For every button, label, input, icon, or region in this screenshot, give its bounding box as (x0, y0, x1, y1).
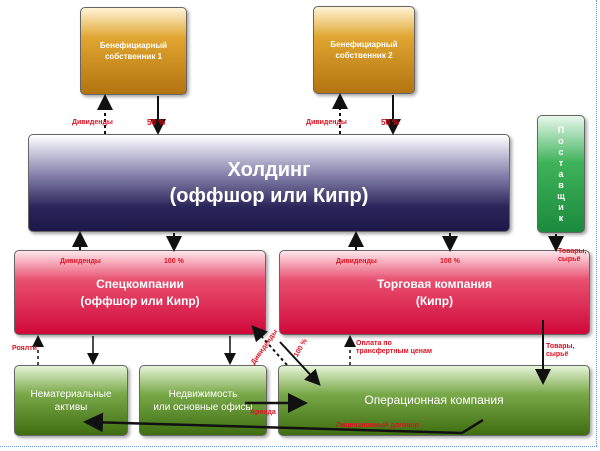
goods-label-2: Товары, сырьё (546, 343, 575, 358)
holding-box: Холдинг (оффшор или Кипр) (28, 134, 510, 232)
realty-title: Недвижимость (168, 388, 238, 400)
owner2-label: Бенефициарный собственник 2 (330, 40, 398, 60)
trading-company-box: Торговая компания (Кипр) (279, 250, 590, 335)
ownership-arrow-operating (279, 341, 321, 386)
trading-title: Торговая компания (376, 276, 493, 291)
share-label-3: 100 % (164, 258, 184, 265)
realty-subtitle: или основные офисы (153, 401, 253, 413)
share-label-4: 100 % (440, 258, 460, 265)
frame-border-bottom (0, 446, 597, 447)
license-label: Лицензионный договор (336, 422, 419, 429)
royalty-label: Роялти (12, 345, 37, 352)
trading-subtitle: (Кипр) (415, 293, 454, 308)
dividends-label-3: Дивиденды (60, 258, 101, 265)
holding-subtitle: (оффшор или Кипр) (169, 185, 369, 207)
intangible-subtitle: активы (54, 401, 88, 413)
supplier-label: Поставщик (556, 124, 566, 224)
dividends-label-4: Дивиденды (336, 258, 377, 265)
intangible-title: Нематериальные (30, 388, 112, 400)
intangible-assets-box: Нематериальные активы (14, 365, 128, 436)
frame-border-right (596, 0, 597, 446)
holding-title: Холдинг (227, 159, 311, 181)
beneficial-owner-2: Бенефициарный собственник 2 (313, 6, 415, 94)
beneficial-owner-1: Бенефициарный собственник 1 (80, 7, 187, 95)
supplier-box: Поставщик (537, 115, 585, 233)
transfer-payment-label: Оплата по трансфертным ценам (356, 340, 433, 355)
dividends-label-2: Дивиденды (306, 119, 347, 126)
license-arrow (83, 412, 484, 435)
spec-title: Спецкомпании (96, 276, 184, 291)
special-companies-box: Спецкомпании (оффшор или Кипр) (14, 250, 266, 335)
dividend-arrow-operating (251, 325, 288, 366)
rent-label: Аренда (250, 409, 276, 416)
goods-label-1: Товары, сырьё (558, 248, 587, 263)
share-label-1: 50 % (147, 118, 166, 127)
spec-subtitle: (оффшор или Кипр) (80, 293, 200, 308)
operating-title: Операционная компания (364, 393, 504, 407)
share-label-2: 50 % (381, 118, 400, 127)
dividends-label-1: Дивиденды (72, 119, 113, 126)
owner1-label: Бенефициарный собственник 1 (99, 41, 168, 61)
